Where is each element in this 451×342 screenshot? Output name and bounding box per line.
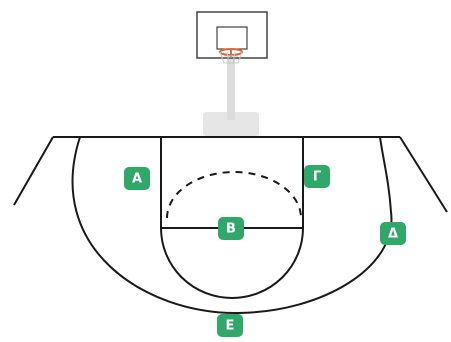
marker-a-badge [124,167,150,190]
hoop-stand [196,11,268,136]
right-sideline [399,136,448,213]
hoop-base [203,112,259,136]
backboard [196,11,268,59]
marker-g: Γ [304,165,330,188]
free-throw-circle-upper-dashed [166,171,302,219]
hoop-pole [227,58,235,120]
marker-e-label: E [226,319,235,334]
marker-d-badge [380,222,406,245]
marker-g-label: Γ [313,170,321,185]
left-sideline [13,136,54,206]
marker-b-label: B [226,222,236,237]
hoop-net [219,51,243,64]
marker-g-badge [304,165,330,188]
marker-b-badge [218,217,244,240]
marker-d-label: Δ [388,227,398,242]
marker-a-label: A [132,172,142,187]
free-throw-circle-lower [160,227,304,299]
marker-b: B [218,217,244,240]
marker-a: A [124,167,150,190]
marker-e-badge [217,314,243,337]
three-point-arc [71,136,393,315]
marker-e: E [217,314,243,337]
marker-d: Δ [380,222,406,245]
